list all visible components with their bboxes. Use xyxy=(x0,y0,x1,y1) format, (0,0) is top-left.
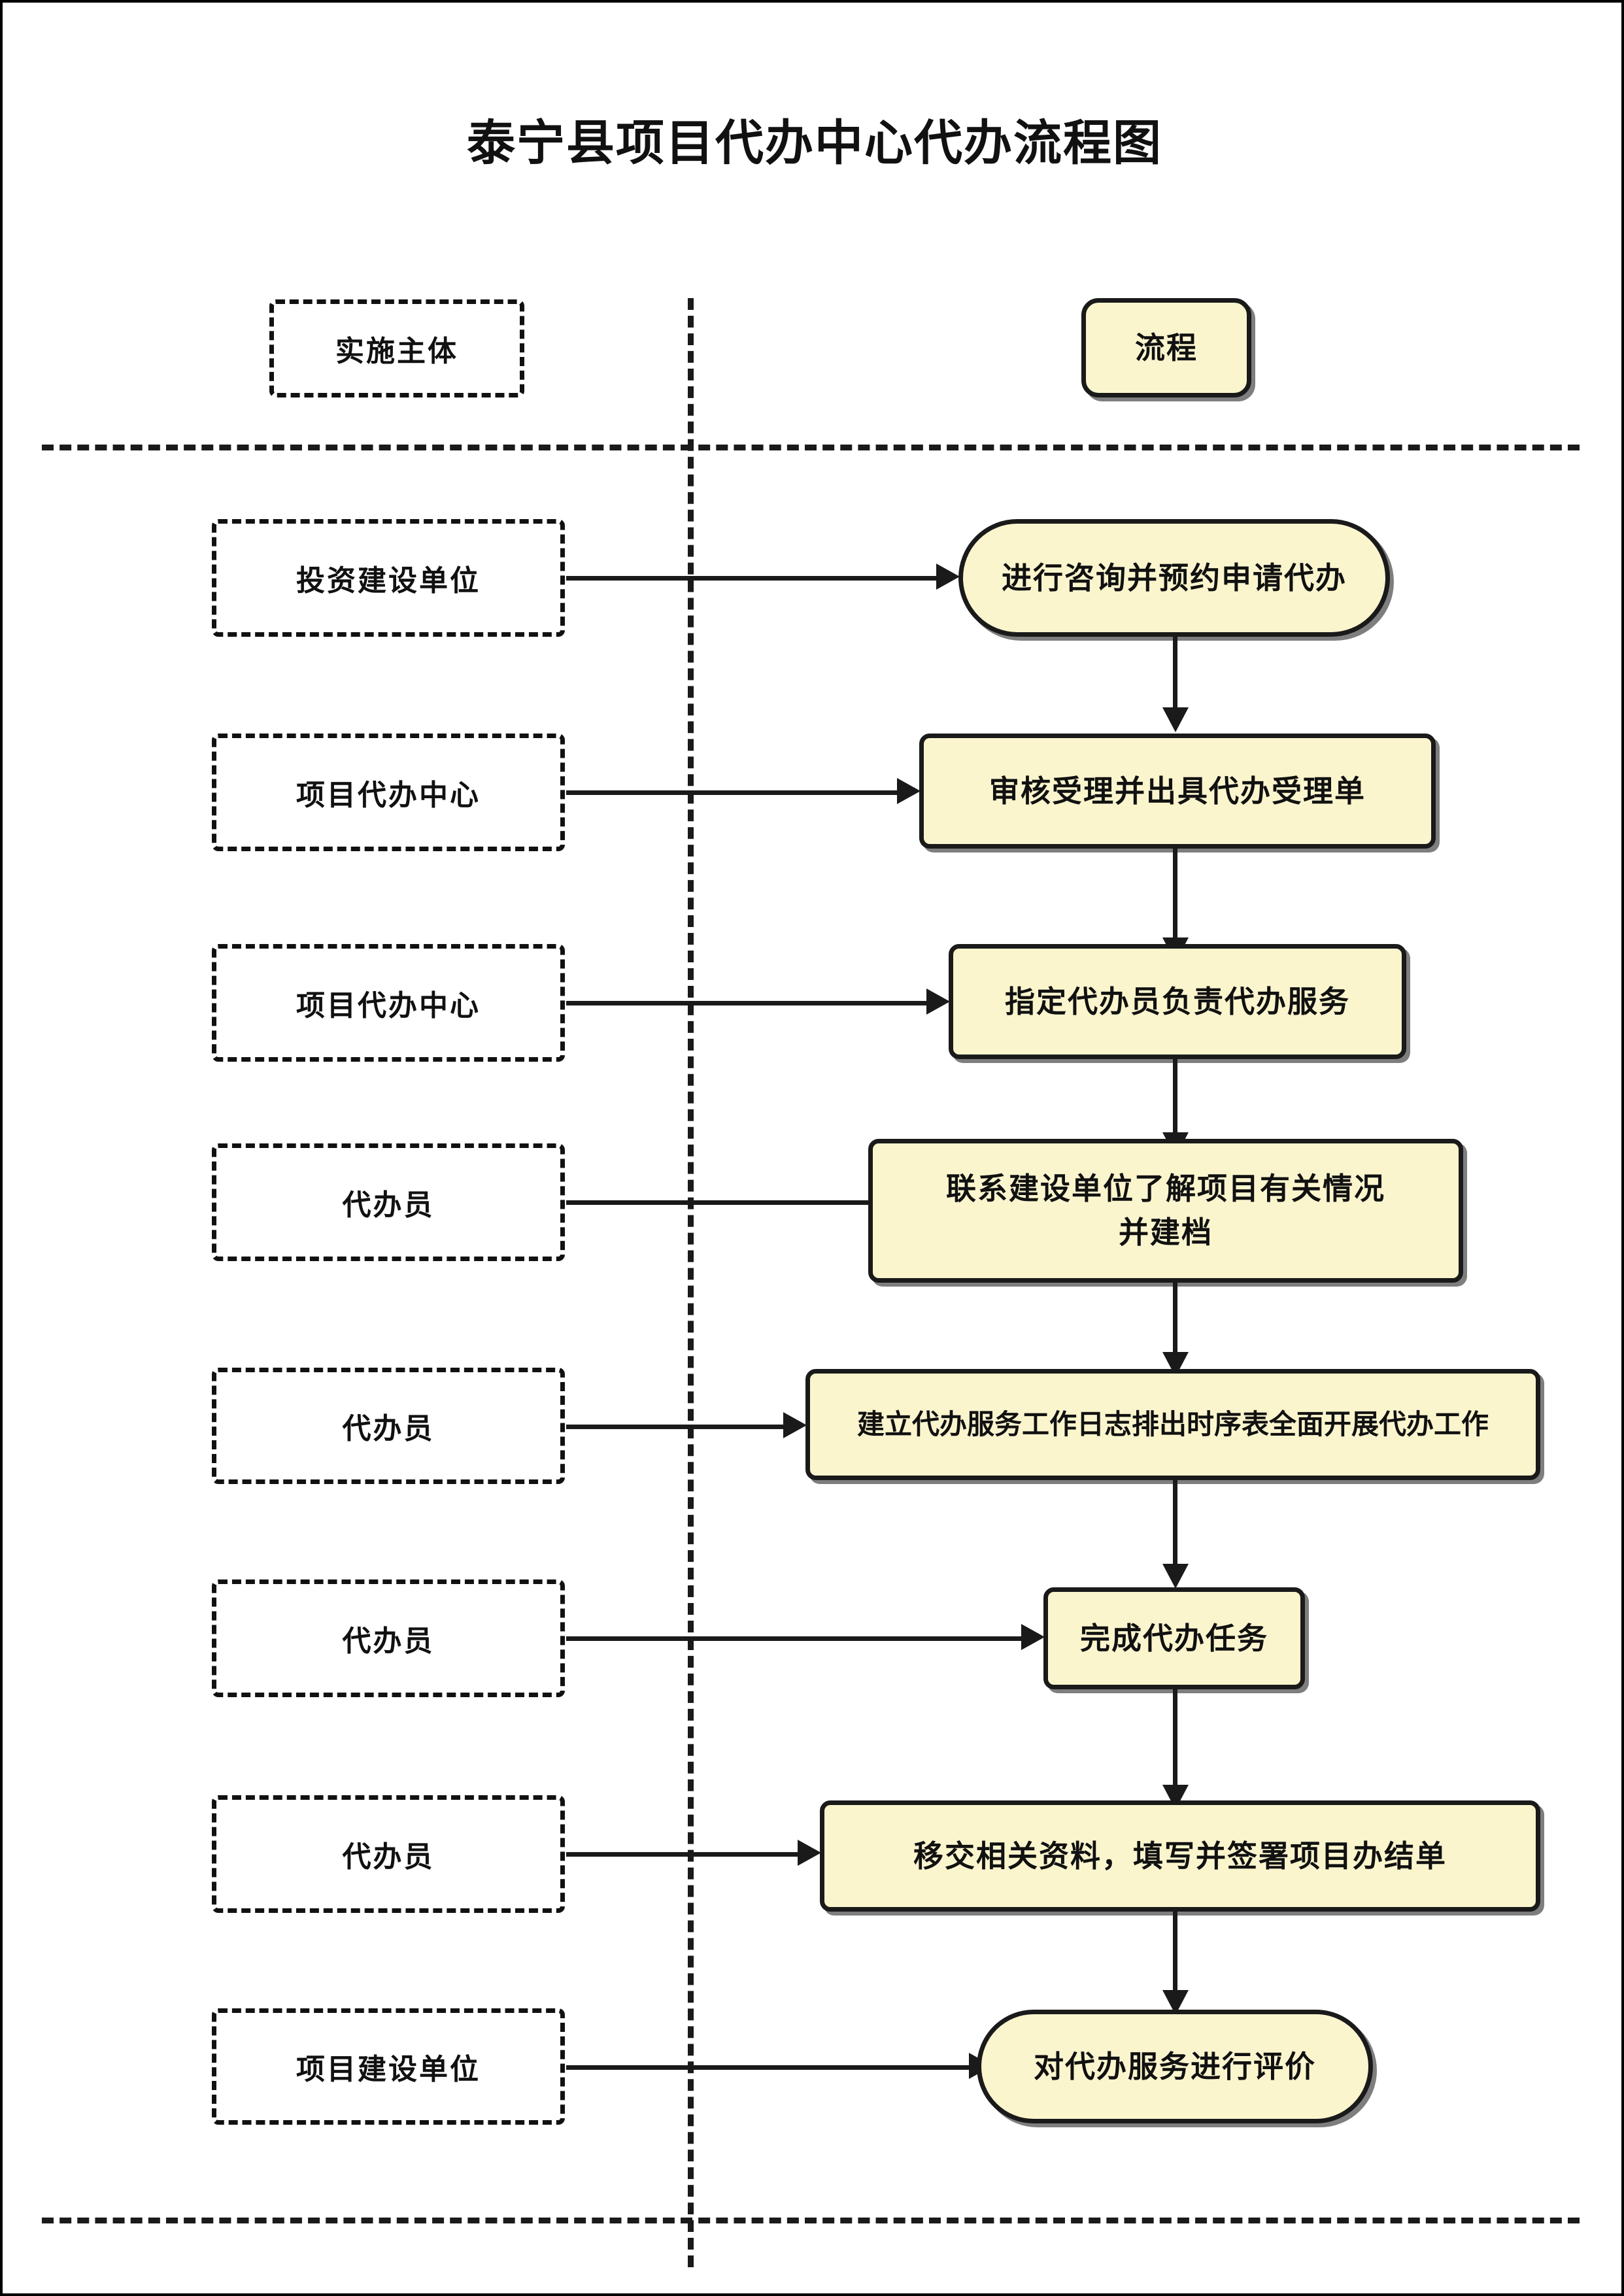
connector-actor-to-process-2 xyxy=(566,790,900,795)
process-label-2: 审核受理并出具代办受理单 xyxy=(989,773,1366,809)
process-label-4-line2: 并建档 xyxy=(1119,1215,1213,1250)
process-label-8: 对代办服务进行评价 xyxy=(1034,2048,1316,2084)
connector-actor-to-process-3 xyxy=(566,1001,929,1005)
actor-box-8: 项目建设单位 xyxy=(212,2008,565,2125)
connector-process-7-to-8 xyxy=(1173,1912,1177,1999)
process-box-2: 审核受理并出具代办受理单 xyxy=(919,734,1436,849)
header-process-column-label: 流程 xyxy=(1135,329,1198,365)
actor-box-1: 投资建设单位 xyxy=(212,519,565,637)
actor-label-5: 代办员 xyxy=(342,1412,435,1445)
actor-box-5: 代办员 xyxy=(212,1368,565,1484)
swimlane-separator-vertical xyxy=(688,298,694,2267)
connector-actor-to-process-5 xyxy=(566,1425,786,1429)
arrowhead-actor-to-process-3 xyxy=(926,988,950,1015)
connector-process-2-to-3 xyxy=(1173,849,1177,947)
page-title: 泰宁县项目代办中心代办流程图 xyxy=(467,115,1162,171)
connector-actor-to-process-7 xyxy=(566,1852,800,1857)
process-label-5: 建立代办服务工作日志排出时序表全面开展代办工作 xyxy=(856,1408,1489,1440)
actor-label-2: 项目代办中心 xyxy=(296,779,481,812)
process-box-3: 指定代办员负责代办服务 xyxy=(949,944,1406,1059)
process-box-8: 对代办服务进行评价 xyxy=(977,2010,1373,2123)
actor-label-7: 代办员 xyxy=(342,1840,435,1874)
actor-box-7: 代办员 xyxy=(212,1795,565,1913)
process-label-1: 进行咨询并预约申请代办 xyxy=(1002,560,1347,596)
actor-label-4: 代办员 xyxy=(342,1189,435,1222)
arrowhead-process-5-to-6 xyxy=(1162,1564,1189,1589)
actor-label-8: 项目建设单位 xyxy=(296,2053,481,2086)
actor-box-2: 项目代办中心 xyxy=(212,734,565,851)
actor-box-3: 项目代办中心 xyxy=(212,944,565,1062)
arrowhead-actor-to-process-7 xyxy=(798,1840,821,1866)
actor-label-6: 代办员 xyxy=(342,1625,435,1658)
process-box-1: 进行咨询并预约申请代办 xyxy=(958,519,1390,637)
process-label-6: 完成代办任务 xyxy=(1080,1620,1268,1656)
process-box-4: 联系建设单位了解项目有关情况 并建档 xyxy=(868,1139,1463,1283)
connector-process-5-to-6 xyxy=(1173,1480,1177,1573)
actor-box-4: 代办员 xyxy=(212,1143,565,1261)
actor-label-1: 投资建设单位 xyxy=(296,564,481,598)
arrowhead-actor-to-process-6 xyxy=(1021,1624,1045,1650)
arrowhead-actor-to-process-1 xyxy=(936,564,960,590)
connector-process-1-to-2 xyxy=(1173,637,1177,717)
actor-label-3: 项目代办中心 xyxy=(296,989,481,1022)
arrowhead-actor-to-process-2 xyxy=(897,778,921,804)
swimlane-separator-bottom xyxy=(42,2218,1580,2223)
process-box-6: 完成代办任务 xyxy=(1043,1587,1305,1689)
swimlane-separator-top xyxy=(42,445,1580,450)
connector-process-4-to-5 xyxy=(1173,1283,1177,1361)
process-label-4-line1: 联系建设单位了解项目有关情况 xyxy=(946,1171,1385,1207)
connector-actor-to-process-4 xyxy=(566,1200,880,1205)
process-label-3: 指定代办员负责代办服务 xyxy=(1005,983,1350,1019)
arrowhead-actor-to-process-5 xyxy=(783,1412,807,1438)
header-actor-column-label: 实施主体 xyxy=(335,335,458,368)
connector-process-3-to-4 xyxy=(1173,1059,1177,1141)
process-box-7: 移交相关资料，填写并签署项目办结单 xyxy=(820,1800,1540,1912)
connector-actor-to-process-8 xyxy=(566,2065,972,2070)
actor-box-6: 代办员 xyxy=(212,1579,565,1697)
header-process-column: 流程 xyxy=(1081,298,1251,397)
process-label-7: 移交相关资料，填写并签署项目办结单 xyxy=(913,1838,1447,1874)
header-actor-column: 实施主体 xyxy=(269,299,524,397)
connector-actor-to-process-6 xyxy=(566,1636,1024,1641)
connector-process-6-to-7 xyxy=(1173,1689,1177,1794)
arrowhead-process-1-to-2 xyxy=(1162,707,1189,732)
connector-actor-to-process-1 xyxy=(566,576,939,581)
process-box-5: 建立代办服务工作日志排出时序表全面开展代办工作 xyxy=(805,1369,1540,1480)
